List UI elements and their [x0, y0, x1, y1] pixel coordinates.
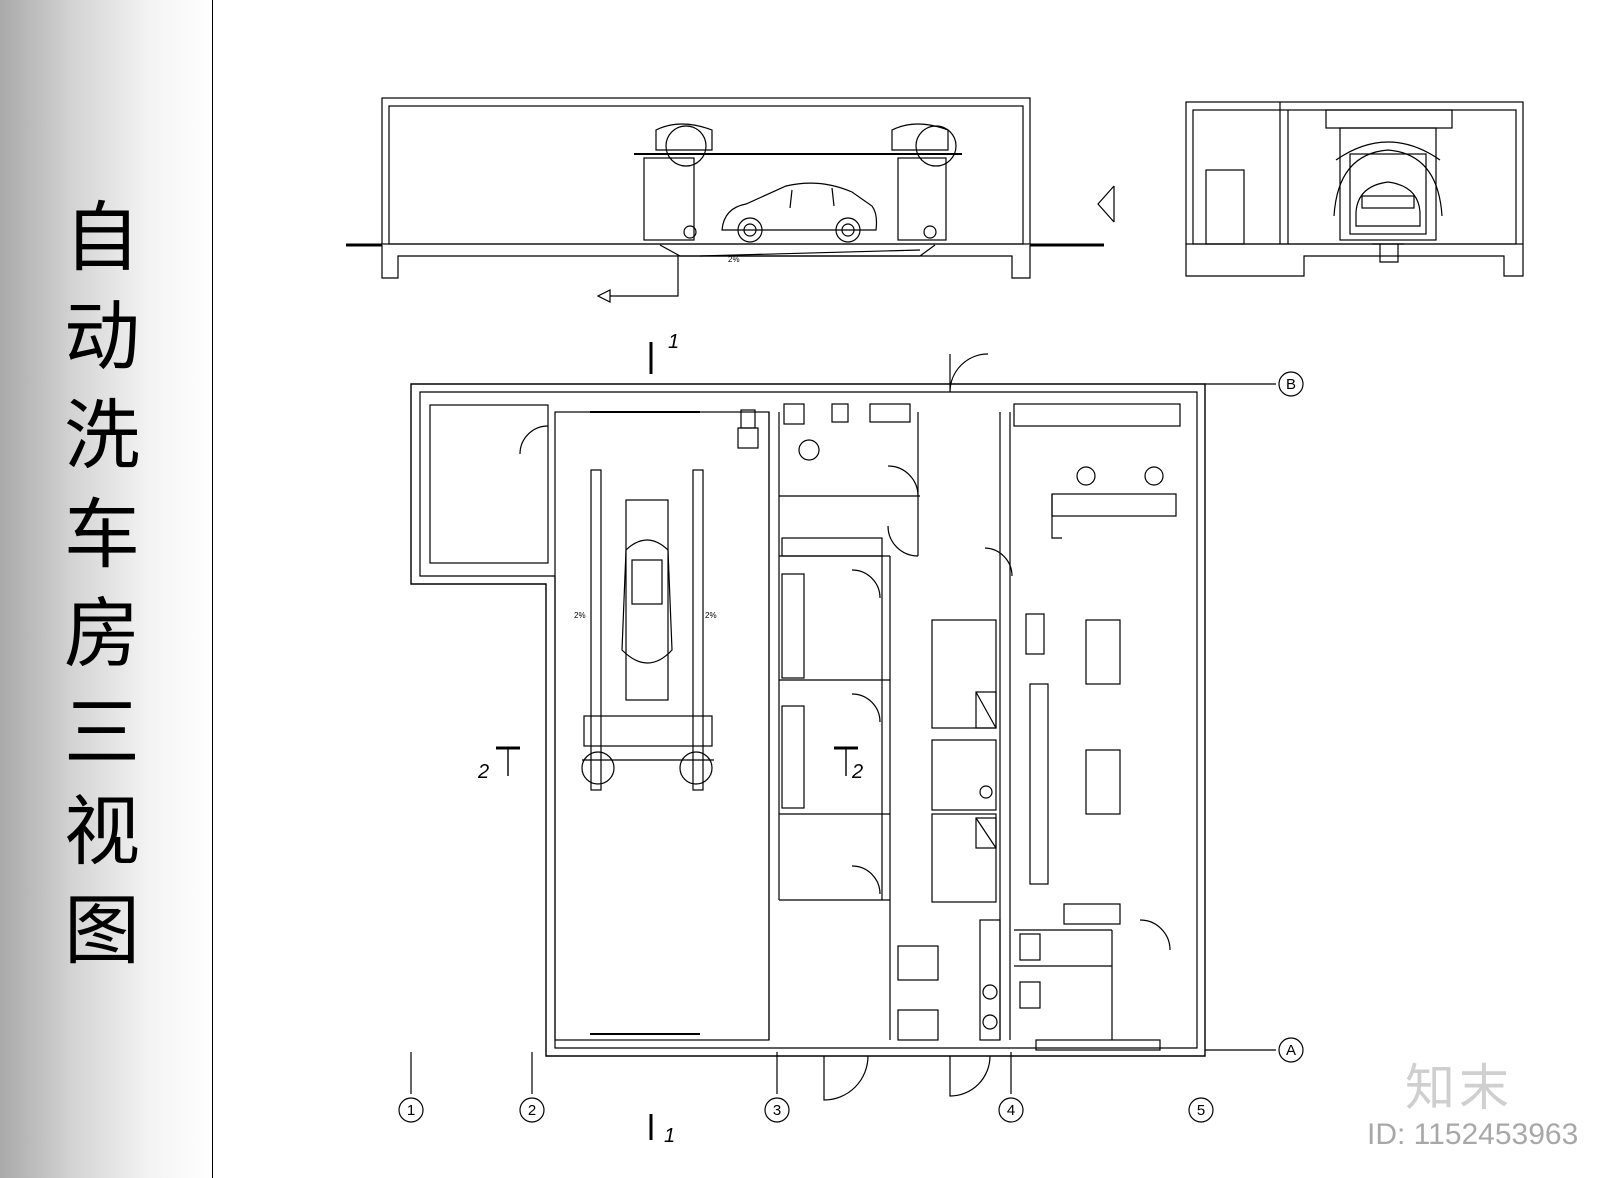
slope-label: 2% — [574, 611, 586, 620]
title-char: 洗 — [64, 391, 140, 480]
axis-label-4: 4 — [1007, 1102, 1015, 1119]
slope-label: 2% — [705, 611, 717, 620]
axis-bubble-5 — [1188, 1097, 1214, 1123]
axis-bubble-A — [1278, 1037, 1304, 1063]
section-mark-2-left: 2 — [477, 761, 489, 783]
axis-bubble-2 — [519, 1097, 545, 1123]
title-char: 视 — [64, 787, 140, 876]
axis-bubble-1 — [398, 1097, 424, 1123]
axis-label-A: A — [1286, 1042, 1296, 1059]
axis-bubble-B — [1278, 371, 1304, 397]
axis-bubble-3 — [764, 1097, 790, 1123]
drawing-title: 自 动 洗 车 房 三 视 图 — [62, 188, 142, 980]
section-mark-1-top: 1 — [668, 331, 679, 353]
axis-label-3: 3 — [773, 1102, 781, 1119]
title-char: 房 — [64, 589, 140, 678]
title-char: 动 — [64, 292, 140, 381]
title-char: 车 — [64, 490, 140, 579]
section-mark-1-bottom: 1 — [664, 1125, 675, 1147]
title-char: 自 — [64, 193, 140, 282]
cross-section — [1185, 101, 1524, 277]
title-sidebar — [0, 0, 212, 1178]
grid-axes — [398, 371, 1304, 1123]
sidebar-divider — [212, 0, 213, 1178]
section-mark-2-right: 2 — [851, 761, 863, 783]
title-char: 图 — [64, 886, 140, 975]
watermark-id: ID: 1152453963 — [1367, 1118, 1579, 1151]
axis-label-5: 5 — [1197, 1102, 1205, 1119]
axis-label-1: 1 — [407, 1102, 415, 1119]
slope-label: 2% — [728, 255, 740, 264]
axis-label-B: B — [1286, 376, 1296, 393]
axis-bubble-4 — [998, 1097, 1024, 1123]
axis-label-2: 2 — [528, 1102, 536, 1119]
longitudinal-section — [346, 97, 1115, 303]
floor-plan — [410, 342, 1276, 1140]
watermark-logo: 知末 — [1405, 1059, 1513, 1117]
title-char: 三 — [64, 688, 140, 777]
